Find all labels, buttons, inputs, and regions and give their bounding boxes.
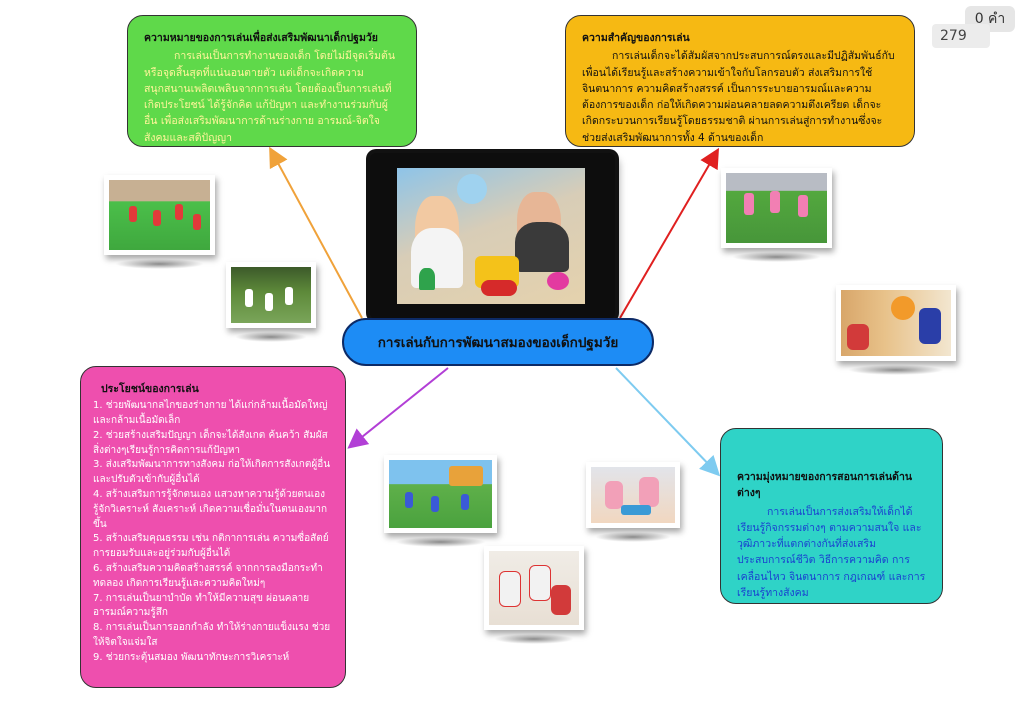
photo-thumbnail xyxy=(586,462,680,542)
goals-title: ความมุ่งหมายของการสอนการเล่นด้านต่างๆ xyxy=(737,471,913,500)
center-topic-node[interactable]: การเล่นกับการพัฒนาสมองของเด็กปฐมวัย xyxy=(342,318,654,366)
version-badge: 279 xyxy=(932,24,990,48)
center-topic-label: การเล่นกับการพัฒนาสมองของเด็กปฐมวัย xyxy=(377,335,619,351)
arrow-to-importance xyxy=(619,147,720,319)
benefits-list: 1. ช่วยพัฒนากลไกของร่างกาย ได้แก่กล้ามเน… xyxy=(93,399,335,665)
benefits-title: ประโยชน์ของการเล่น xyxy=(101,383,199,395)
photo-thumbnail xyxy=(104,175,215,269)
benefit-item: 1. ช่วยพัฒนากลไกของร่างกาย ได้แก่กล้ามเน… xyxy=(93,400,328,427)
importance-box: ความสำคัญของการเล่น การเล่นเด็กจะได้สัมผ… xyxy=(565,15,915,147)
photo-thumbnail xyxy=(836,285,956,375)
benefit-item: 3. ส่งเสริมพัฒนาการทางสังคม ก่อให้เกิดกา… xyxy=(93,459,331,486)
benefit-item: 7. การเล่นเป็นยาบำบัด ทำให้มีความสุข ผ่อ… xyxy=(93,592,310,619)
center-photo-frame xyxy=(370,153,615,319)
meaning-body: การเล่นเป็นการทำงานของเด็ก โดยไม่มีจุดเร… xyxy=(144,50,396,144)
photo-thumbnail xyxy=(721,168,832,262)
center-photo xyxy=(397,168,585,304)
meaning-box: ความหมายของการเล่นเพื่อส่งเสริมพัฒนาเด็ก… xyxy=(127,15,417,147)
goals-body: การเล่นเป็นการส่งเสริมให้เด็กได้เรียนรู้… xyxy=(737,505,926,599)
arrow-to-goals xyxy=(615,367,721,477)
arrow-to-meaning xyxy=(269,146,363,319)
benefit-item: 8. การเล่นเป็นการออกกำลัง ทำให้ร่างกายแข… xyxy=(93,622,331,649)
arrow-to-benefits xyxy=(347,367,449,449)
importance-body: การเล่นเด็กจะได้สัมผัสจากประสบการณ์ตรงแล… xyxy=(582,50,895,144)
meaning-title: ความหมายของการเล่นเพื่อส่งเสริมพัฒนาเด็ก… xyxy=(144,32,378,44)
benefit-item: 4. สร้างเสริมการรู้จักตนเอง แสวงหาความรู… xyxy=(93,489,328,530)
photo-thumbnail xyxy=(384,455,497,547)
benefit-item: 2. ช่วยสร้างเสริมปัญญา เด็กจะได้สังเกต ค… xyxy=(93,429,328,456)
photo-thumbnail xyxy=(484,546,584,644)
benefits-box: ประโยชน์ของการเล่น 1. ช่วยพัฒนากลไกของร่… xyxy=(80,366,346,688)
photo-thumbnail xyxy=(226,262,316,342)
importance-title: ความสำคัญของการเล่น xyxy=(582,32,690,44)
goals-box: ความมุ่งหมายของการสอนการเล่นด้านต่างๆ กา… xyxy=(720,428,943,604)
benefit-item: 6. สร้างเสริมความคิดสร้างสรรค์ จากการลงม… xyxy=(93,563,323,589)
benefit-item: 5. สร้างเสริมคุณธรรม เช่น กติกาการเล่น ค… xyxy=(93,533,329,560)
benefit-item: 9. ช่วยกระตุ้นสมอง พัฒนาทักษะการวิเคราะห… xyxy=(93,651,290,663)
